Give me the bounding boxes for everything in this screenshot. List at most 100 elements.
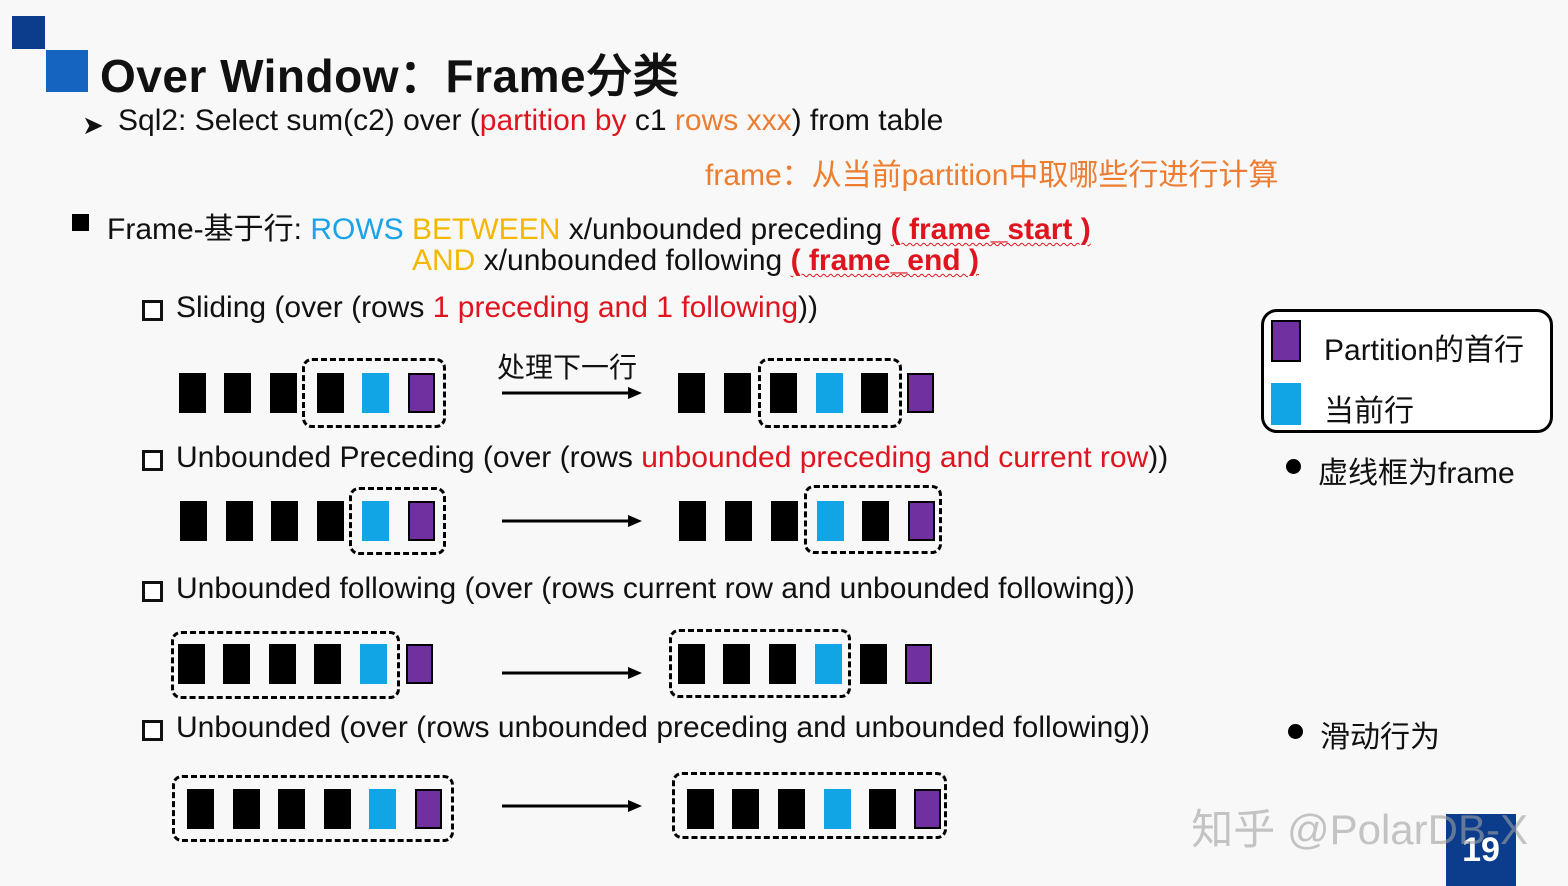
- dot-bullet-icon: [1286, 459, 1301, 474]
- arrow-bullet-icon: ➤: [82, 110, 104, 140]
- current-row-block: [362, 501, 389, 541]
- dot-bullet-icon: [1288, 724, 1303, 739]
- right-arrow-icon: [502, 515, 642, 527]
- row-block: [679, 501, 706, 541]
- partition-first-row-block: [908, 501, 935, 541]
- legend-partition-swatch: [1271, 320, 1301, 362]
- frame-def-line2: AND x/unbounded following ( frame_end ): [412, 244, 979, 278]
- frame-dashed-box: [672, 772, 947, 839]
- partition-first-row-block: [408, 501, 435, 541]
- section-up-prefix: Unbounded Preceding (over (rows: [176, 441, 642, 474]
- section-unbounded-title: Unbounded (over (rows unbounded precedin…: [176, 711, 1151, 744]
- frame-def-following: x/unbounded following: [475, 244, 791, 277]
- row-block: [314, 644, 341, 684]
- current-row-block: [816, 373, 843, 413]
- page-title: Over Window：Frame分类: [100, 50, 680, 102]
- checkbox-icon: [142, 581, 163, 602]
- row-block: [724, 373, 751, 413]
- current-row-block: [817, 501, 844, 541]
- row-block: [179, 373, 206, 413]
- row-block: [270, 373, 297, 413]
- row-block: [233, 789, 260, 829]
- checkbox-icon: [142, 300, 163, 321]
- legend-partition-label: Partition的首行: [1324, 334, 1525, 367]
- row-block: [732, 789, 759, 829]
- row-block: [860, 644, 887, 684]
- section-unbounded-preceding-title: Unbounded Preceding (over (rows unbounde…: [176, 441, 1168, 475]
- frame-dashed-box: [302, 358, 446, 428]
- row-block: [771, 501, 798, 541]
- row-block: [862, 501, 889, 541]
- partition-first-row-block: [406, 644, 433, 684]
- sql-suffix: ) from table: [791, 104, 944, 137]
- row-block: [778, 789, 805, 829]
- legend-current-swatch: [1271, 383, 1301, 425]
- partition-first-row-block: [905, 644, 932, 684]
- frame-def-prefix: Frame-基于行:: [107, 213, 311, 246]
- frame-note: frame：从当前partition中取哪些行进行计算: [705, 159, 1279, 192]
- row-block: [226, 501, 253, 541]
- logo-square-blue: [46, 50, 88, 92]
- current-row-block: [824, 789, 851, 829]
- checkbox-icon: [142, 450, 163, 471]
- frame-dashed-box: [171, 631, 400, 699]
- section-up-suffix: )): [1148, 441, 1169, 474]
- legend-box: [1261, 309, 1553, 433]
- section-up-highlight: unbounded preceding and current row: [641, 441, 1149, 474]
- row-block: [180, 501, 207, 541]
- row-block: [271, 501, 298, 541]
- sql-line: Sql2: Select sum(c2) over (partition by …: [118, 104, 943, 138]
- section-sliding-prefix: Sliding (over (rows: [176, 291, 433, 324]
- row-block: [723, 644, 750, 684]
- keyword-rows: ROWS: [310, 213, 404, 246]
- page-number: 19: [1446, 814, 1516, 886]
- checkbox-icon: [142, 720, 163, 741]
- section-sliding-highlight: 1 preceding and 1 following: [432, 291, 799, 324]
- keyword-and: AND: [412, 244, 476, 277]
- row-block: [317, 373, 344, 413]
- partition-first-row-block: [914, 789, 941, 829]
- right-arrow-icon: [502, 387, 642, 399]
- right-arrow-icon: [502, 667, 642, 679]
- row-block: [678, 373, 705, 413]
- sql-rows: rows xxx: [674, 104, 792, 137]
- current-row-block: [369, 789, 396, 829]
- frame-dashed-box: [669, 629, 851, 698]
- square-bullet-icon: [72, 214, 89, 231]
- row-block: [178, 644, 205, 684]
- row-block: [224, 373, 251, 413]
- legend-current-label: 当前行: [1324, 395, 1414, 428]
- sql-c1: c1: [626, 104, 675, 137]
- sql-partition-by: partition by: [479, 104, 627, 137]
- partition-first-row-block: [415, 789, 442, 829]
- frame-def-preceding: x/unbounded preceding: [560, 213, 891, 246]
- keyword-between: BETWEEN: [412, 213, 561, 246]
- row-block: [725, 501, 752, 541]
- frame-end-label: ( frame_end ): [790, 244, 979, 277]
- row-block: [278, 789, 305, 829]
- frame-start-label: ( frame_start ): [890, 213, 1091, 246]
- frame-dashed-box: [349, 487, 446, 555]
- current-row-block: [815, 644, 842, 684]
- row-block: [687, 789, 714, 829]
- row-block: [317, 501, 344, 541]
- section-unbounded-following-title: Unbounded following (over (rows current …: [176, 572, 1135, 605]
- watermark: 知乎 @PolarDB-X: [1191, 806, 1528, 853]
- row-block: [861, 373, 888, 413]
- frame-dashed-box: [758, 358, 902, 428]
- right-arrow-icon: [502, 800, 642, 812]
- row-block: [869, 789, 896, 829]
- sql-prefix: Sql2: Select sum(c2) over (: [118, 104, 480, 137]
- frame-dashed-box: [172, 775, 454, 842]
- row-block: [769, 644, 796, 684]
- logo-square-dark: [12, 16, 45, 49]
- partition-first-row-block: [907, 373, 934, 413]
- note-sliding: 滑动行为: [1320, 721, 1440, 754]
- section-sliding-suffix: )): [798, 291, 818, 324]
- partition-first-row-block: [408, 373, 435, 413]
- arrow-label: 处理下一行: [497, 352, 638, 383]
- frame-def-line1: Frame-基于行: ROWS BETWEEN x/unbounded prec…: [107, 204, 1091, 248]
- section-sliding-title: Sliding (over (rows 1 preceding and 1 fo…: [176, 291, 818, 325]
- current-row-block: [360, 644, 387, 684]
- row-block: [223, 644, 250, 684]
